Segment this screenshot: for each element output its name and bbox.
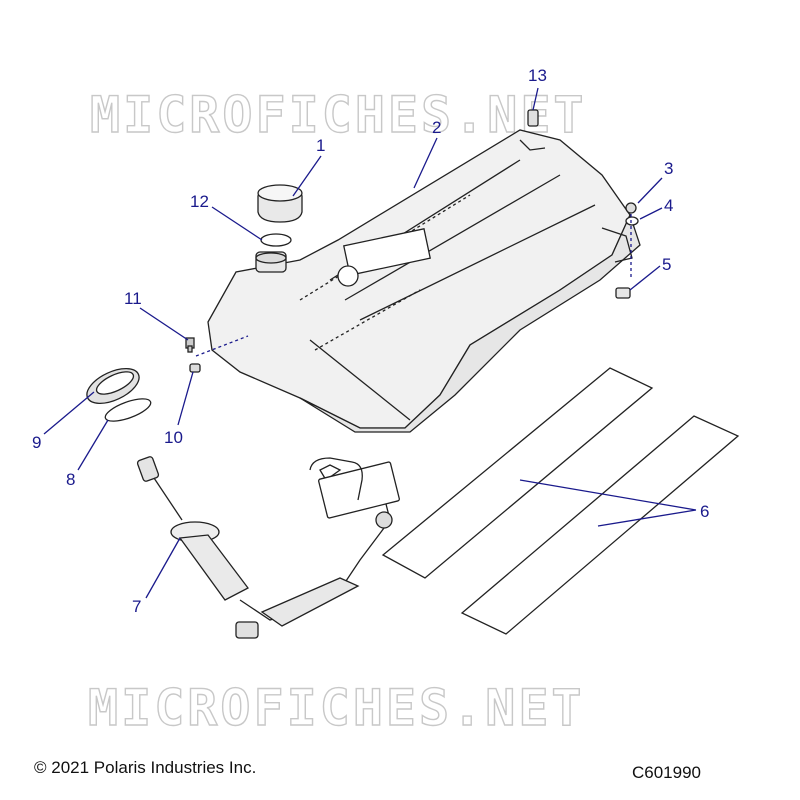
leader-lines <box>43 87 697 599</box>
callout-11: 11 <box>124 289 142 308</box>
part-8-gasket <box>104 398 152 422</box>
part-6-pads <box>381 367 740 635</box>
figure-code: C601990 <box>632 763 702 782</box>
watermark-bottom: MICROFICHES.NET <box>88 679 585 737</box>
part-11-screw <box>185 337 195 353</box>
part-3-nut <box>625 202 637 214</box>
callout-12: 12 <box>190 192 209 211</box>
callout-3: 3 <box>664 159 673 178</box>
callout-5: 5 <box>662 255 671 274</box>
part-4-washer <box>625 216 639 226</box>
callouts: 1 2 3 4 5 6 7 8 9 10 11 12 13 <box>32 66 709 616</box>
callout-8: 8 <box>66 470 75 489</box>
callout-13: 13 <box>528 66 547 85</box>
copyright-notice: © 2021 Polaris Industries Inc. <box>34 758 257 777</box>
part-5-bracket <box>615 287 631 299</box>
part-12-o-ring <box>260 233 292 247</box>
part-9-lock-ring <box>86 368 140 404</box>
callout-9: 9 <box>32 433 41 452</box>
part-10-clip <box>189 363 201 373</box>
part-2-fuel-tank <box>207 129 641 433</box>
callout-1: 1 <box>316 136 325 155</box>
callout-4: 4 <box>664 196 673 215</box>
part-13-clip <box>527 109 539 127</box>
watermark-top: MICROFICHES.NET <box>90 86 587 144</box>
callout-10: 10 <box>164 428 183 447</box>
part-7-fuel-pump-assembly <box>136 456 400 639</box>
callout-6: 6 <box>700 502 709 521</box>
part-1-fuel-cap <box>257 184 303 223</box>
callout-7: 7 <box>132 597 141 616</box>
callout-2: 2 <box>432 118 441 137</box>
